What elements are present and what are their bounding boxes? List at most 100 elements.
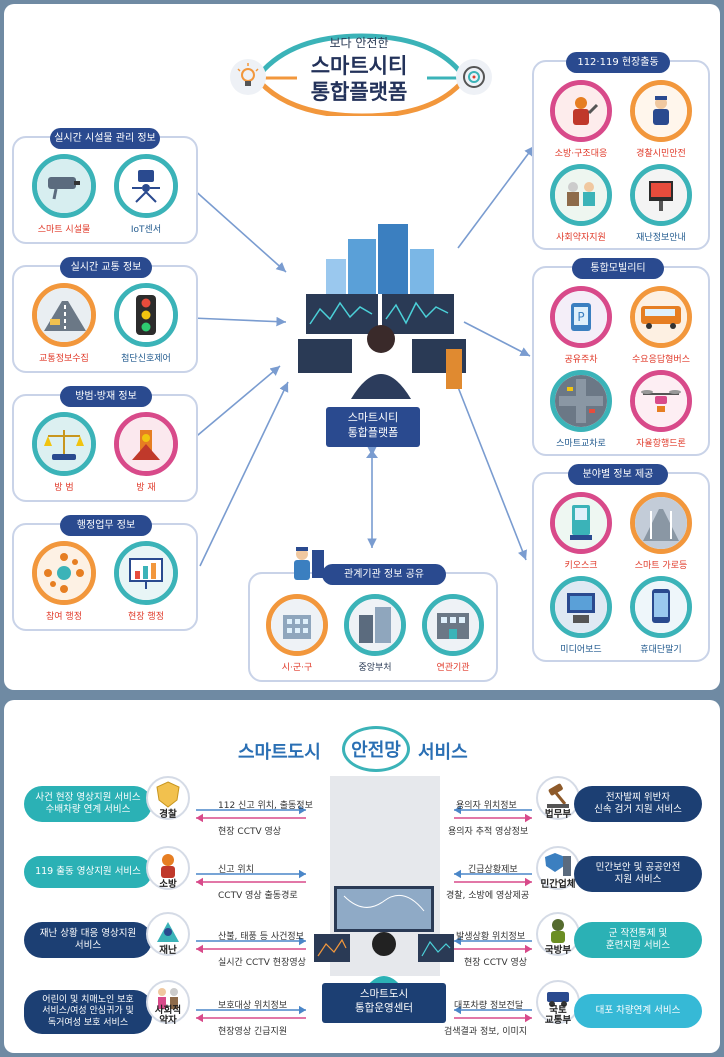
officer-icon	[290, 544, 324, 586]
city-hall-icon	[266, 594, 328, 656]
government-building-icon	[344, 594, 406, 656]
flow-arrows	[196, 805, 532, 1023]
firefighter-icon	[550, 80, 612, 142]
chart-board-icon	[114, 541, 178, 605]
elderly-care-icon	[550, 164, 612, 226]
flow-private-top: 긴급상황제보	[468, 865, 518, 875]
flow-fire-bottom: CCTV 영상 출동경로	[218, 891, 298, 901]
service-vulnerable: 어린이 및 치매노인 보호 서비스/여성 안심귀가 및 독거여성 보호 서비스	[24, 990, 152, 1034]
card-traffic-info-title: 실시간 교통 정보	[60, 257, 152, 278]
label-smart-intersection: 스마트교차로	[556, 439, 606, 449]
flow-defense-bottom: 현장 CCTV 영상	[464, 958, 528, 968]
bus-icon	[630, 286, 692, 348]
flow-police-bottom: 현장 CCTV 영상	[218, 827, 282, 837]
flow-police-top: 112 신고 위치, 출동정보	[218, 801, 313, 811]
agency-defense: 국방부	[544, 945, 572, 956]
lightbulb-icon	[230, 59, 266, 95]
drone-icon	[630, 370, 692, 432]
label-local-gov: 시·군·구	[281, 663, 313, 673]
svg-text:P: P	[577, 310, 584, 324]
mobile-device-icon	[630, 576, 692, 638]
private-security-icon	[536, 846, 580, 890]
disaster-icon	[114, 412, 178, 476]
label-field-admin: 현장 행정	[128, 612, 164, 622]
card-agency-sharing-title: 관계기관 정보 공유	[322, 564, 446, 585]
label-crime-prevention: 방 범	[54, 483, 74, 493]
agency-private: 민간업체	[540, 879, 576, 890]
road-traffic-icon	[32, 283, 96, 347]
op-center-line2: 통합운영센터	[355, 1002, 413, 1015]
traffic-light-icon	[114, 283, 178, 347]
flow-fire-top: 신고 위치	[218, 865, 254, 875]
justice-scale-icon	[32, 412, 96, 476]
center-label-line1: 스마트시티	[347, 411, 399, 424]
police-icon	[630, 80, 692, 142]
label-media-board: 미디어보드	[560, 645, 602, 655]
label-kiosk: 키오스크	[564, 561, 598, 571]
flow-vulnerable-top: 보호대상 위치정보	[218, 1001, 288, 1011]
shared-parking-icon: P	[550, 286, 612, 348]
connector-arrows	[191, 145, 535, 567]
transport-icon	[536, 980, 580, 1024]
target-icon	[456, 59, 492, 95]
label-smart-facility: 스마트 시설물	[37, 225, 91, 235]
label-fire-rescue: 소방·구조대응	[554, 149, 608, 159]
flow-justice-bottom: 용의자 추적 영상정보	[448, 827, 529, 837]
cctv-camera-icon	[32, 154, 96, 218]
label-signal-control: 첨단신호제어	[121, 354, 171, 364]
service-disaster: 재난 상황 대응 영상지원 서비스	[24, 922, 152, 958]
card-facility-info-title: 실시간 시설물 관리 정보	[50, 128, 160, 149]
label-smart-streetlight: 스마트 가로등	[634, 561, 688, 571]
vulnerable-badge-icon	[146, 980, 190, 1024]
media-board-icon	[550, 576, 612, 638]
agency-fire: 소방	[159, 879, 177, 890]
service-private: 민간보안 및 공공안전 지원 서비스	[574, 856, 702, 892]
platform-illustration	[286, 199, 476, 409]
agency-police: 경찰	[159, 809, 177, 820]
service-justice: 전자발찌 위반자 신속 검거 지원 서비스	[574, 786, 702, 822]
flow-disaster-top: 산불, 태풍 등 사건정보	[218, 932, 304, 942]
center-label-line2: 통합플랫폼	[347, 425, 399, 439]
op-center-line1: 스마트도시	[359, 988, 409, 1000]
card-field-info-title: 분야별 정보 제공	[568, 464, 668, 485]
streetlight-icon	[630, 492, 692, 554]
safety-title-right: 서비스	[418, 742, 468, 763]
agency-disaster: 재난	[159, 945, 177, 956]
justice-gavel-icon	[536, 776, 580, 820]
service-police: 사건 현장 영상지원 서비스 수배차량 연계 서비스	[24, 786, 152, 822]
kiosk-icon	[550, 492, 612, 554]
safety-title-middle: 안전망	[342, 726, 410, 772]
label-autonomous-drone: 자율항행드론	[636, 439, 686, 449]
people-circle-icon	[32, 541, 96, 605]
flow-defense-top: 발생상황 위치정보	[456, 932, 526, 942]
label-traffic-collection: 교통정보수집	[39, 354, 89, 364]
firefighter-badge-icon	[146, 846, 190, 890]
title-line2: 스마트시티	[310, 54, 408, 78]
center-platform-label: 스마트시티 통합플랫폼	[326, 407, 420, 447]
label-iot-sensor: IoT센서	[130, 225, 162, 235]
label-disaster-prevention: 방 재	[136, 483, 156, 493]
military-icon	[536, 912, 580, 956]
service-fire: 119 출동 영상지원 서비스	[24, 856, 152, 888]
label-police-safety: 경찰시민안전	[636, 149, 686, 159]
agency-building-icon	[422, 594, 484, 656]
flow-transport-top: 대포차량 정보전달	[454, 1001, 524, 1011]
smart-city-platform-panel: 보다 안전한 스마트시티 통합플랫폼 스마트시티 통합플랫폼 실시간 시설물 관…	[4, 4, 720, 690]
card-integrated-mobility-title: 통합모빌리티	[572, 258, 664, 279]
label-related-agency: 연관기관	[436, 663, 470, 673]
disaster-info-icon	[630, 164, 692, 226]
title-line3: 통합플랫폼	[310, 80, 408, 104]
operation-center-label: 스마트도시 통합운영센터	[322, 983, 446, 1023]
label-mobile-device: 휴대단말기	[640, 645, 682, 655]
disaster-badge-icon	[146, 912, 190, 956]
label-participatory-admin: 참여 행정	[46, 612, 82, 622]
agency-justice: 법무부	[544, 809, 572, 820]
card-emergency-dispatch-title: 112·119 현장출동	[566, 52, 670, 73]
title-line1: 보다 안전한	[329, 36, 389, 50]
label-shared-parking: 공유주차	[564, 355, 598, 365]
flow-vulnerable-bottom: 현장영상 긴급지원	[218, 1027, 288, 1037]
label-vulnerable-support: 사회약자지원	[556, 233, 606, 243]
flow-disaster-bottom: 실시간 CCTV 현장영상	[218, 958, 306, 968]
card-admin-info-title: 행정업무 정보	[60, 515, 152, 536]
flow-transport-bottom: 검색결과 정보, 이미지	[444, 1027, 528, 1037]
